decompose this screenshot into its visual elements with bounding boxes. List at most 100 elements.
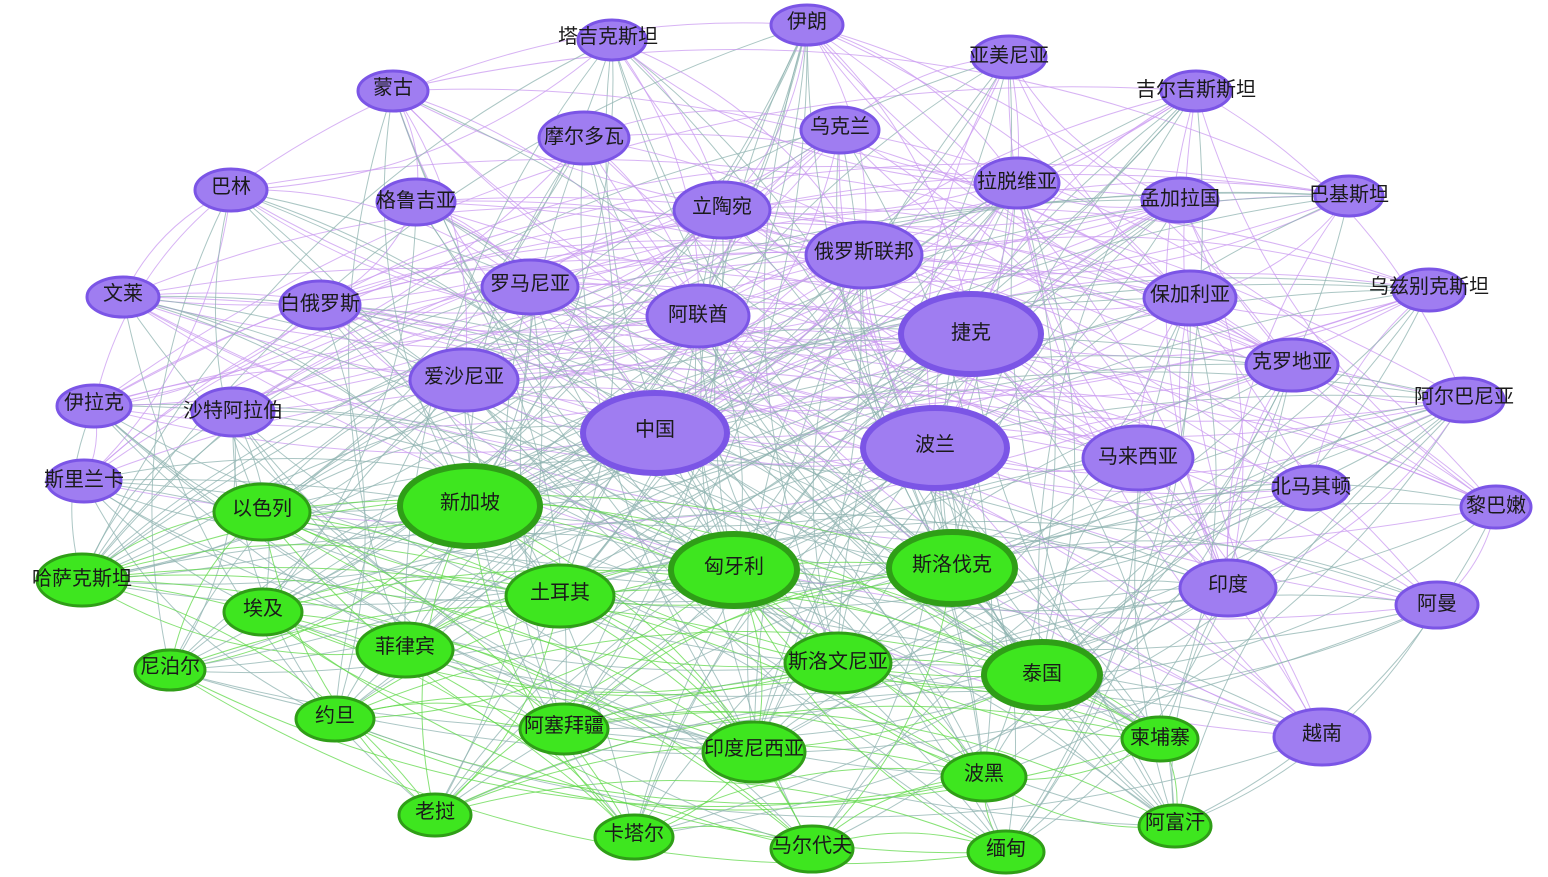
node-tajikistan[interactable]: 塔吉克斯坦 [558, 18, 658, 62]
node-circle-estonia[interactable] [408, 347, 520, 413]
node-thailand[interactable]: 泰国 [981, 639, 1103, 711]
node-circle-albania[interactable] [1422, 376, 1506, 424]
node-circle-vietnam[interactable] [1272, 707, 1372, 767]
node-northmacedonia[interactable]: 北马其顿 [1271, 464, 1351, 512]
node-circle-georgia[interactable] [375, 177, 457, 227]
node-azerbaijan[interactable]: 阿塞拜疆 [518, 702, 610, 756]
node-brunei[interactable]: 文莱 [85, 275, 161, 319]
node-circle-cambodia[interactable] [1120, 715, 1200, 763]
node-circle-egypt[interactable] [222, 587, 304, 637]
node-circle-belarus[interactable] [278, 279, 362, 331]
node-circle-mongolia[interactable] [356, 69, 430, 113]
node-pakistan[interactable]: 巴基斯坦 [1309, 174, 1389, 218]
node-saudi[interactable]: 沙特阿拉伯 [183, 386, 283, 438]
node-circle-srilanka[interactable] [45, 458, 123, 504]
node-circle-montenegro[interactable] [940, 751, 1028, 803]
node-moldova[interactable]: 摩尔多瓦 [537, 110, 631, 166]
node-circle-nepal[interactable] [133, 648, 207, 692]
node-estonia[interactable]: 爱沙尼亚 [408, 347, 520, 413]
node-bahrain[interactable]: 巴林 [193, 167, 269, 213]
node-circle-azerbaijan[interactable] [518, 702, 610, 756]
node-circle-czech[interactable] [898, 291, 1044, 377]
node-malaysia[interactable]: 马来西亚 [1081, 424, 1195, 492]
node-uzbekistan[interactable]: 乌兹别克斯坦 [1369, 267, 1489, 313]
node-maldives[interactable]: 马尔代夫 [769, 824, 855, 874]
node-romania[interactable]: 罗马尼亚 [480, 258, 580, 316]
node-belarus[interactable]: 白俄罗斯 [278, 279, 362, 331]
node-circle-saudi[interactable] [190, 386, 276, 438]
node-ukraine[interactable]: 乌克兰 [799, 105, 881, 155]
node-circle-jordan[interactable] [294, 695, 376, 743]
node-albania[interactable]: 阿尔巴尼亚 [1414, 376, 1514, 424]
node-circle-uae[interactable] [645, 283, 751, 349]
node-circle-lithuania[interactable] [672, 180, 772, 240]
node-india[interactable]: 印度 [1178, 558, 1278, 618]
node-circle-northmacedonia[interactable] [1271, 464, 1351, 512]
node-hungary[interactable]: 匈牙利 [668, 531, 800, 609]
node-iraq[interactable]: 伊拉克 [55, 383, 133, 429]
node-circle-bangladesh[interactable] [1140, 176, 1220, 224]
node-oman[interactable]: 阿曼 [1394, 580, 1480, 630]
node-circle-moldova[interactable] [537, 110, 631, 166]
node-circle-ukraine[interactable] [799, 105, 881, 155]
node-circle-bulgaria[interactable] [1142, 269, 1238, 327]
node-bangladesh[interactable]: 孟加拉国 [1140, 176, 1220, 224]
node-lithuania[interactable]: 立陶宛 [672, 180, 772, 240]
node-croatia[interactable]: 克罗地亚 [1244, 337, 1340, 393]
node-circle-tajikistan[interactable] [576, 18, 648, 62]
node-uae[interactable]: 阿联酋 [645, 283, 751, 349]
node-circle-croatia[interactable] [1244, 337, 1340, 393]
node-kyrgyzstan[interactable]: 吉尔吉斯斯坦 [1136, 69, 1256, 113]
node-circle-russia[interactable] [804, 220, 924, 290]
node-egypt[interactable]: 埃及 [222, 587, 304, 637]
node-circle-afghanistan[interactable] [1137, 803, 1213, 849]
node-vietnam[interactable]: 越南 [1272, 707, 1372, 767]
node-circle-iran[interactable] [769, 3, 845, 47]
node-circle-pakistan[interactable] [1313, 174, 1385, 218]
node-circle-slovakia[interactable] [886, 529, 1018, 607]
node-armenia[interactable]: 亚美尼亚 [969, 34, 1049, 80]
node-circle-china[interactable] [580, 390, 730, 476]
node-turkey[interactable]: 土耳其 [504, 563, 616, 629]
node-indonesia[interactable]: 印度尼西亚 [701, 720, 807, 784]
node-circle-malaysia[interactable] [1081, 424, 1195, 492]
node-nepal[interactable]: 尼泊尔 [133, 648, 207, 692]
node-latvia[interactable]: 拉脱维亚 [973, 156, 1061, 210]
node-circle-kyrgyzstan[interactable] [1159, 69, 1233, 113]
node-circle-lebanon[interactable] [1459, 484, 1533, 530]
node-bulgaria[interactable]: 保加利亚 [1142, 269, 1238, 327]
node-mongolia[interactable]: 蒙古 [356, 69, 430, 113]
node-circle-turkey[interactable] [504, 563, 616, 629]
node-circle-romania[interactable] [480, 258, 580, 316]
node-montenegro[interactable]: 波黑 [940, 751, 1028, 803]
node-qatar[interactable]: 卡塔尔 [593, 813, 675, 861]
node-circle-indonesia[interactable] [701, 720, 807, 784]
node-circle-israel[interactable] [212, 482, 312, 542]
node-afghanistan[interactable]: 阿富汗 [1137, 803, 1213, 849]
node-circle-slovenia[interactable] [783, 631, 893, 695]
node-circle-philippines[interactable] [355, 621, 455, 679]
node-israel[interactable]: 以色列 [212, 482, 312, 542]
node-circle-bahrain[interactable] [193, 167, 269, 213]
node-circle-armenia[interactable] [970, 34, 1048, 80]
node-laos[interactable]: 老挝 [397, 792, 473, 838]
node-china[interactable]: 中国 [580, 390, 730, 476]
node-circle-laos[interactable] [397, 792, 473, 838]
node-circle-latvia[interactable] [973, 156, 1061, 210]
node-poland[interactable]: 波兰 [860, 405, 1010, 491]
node-russia[interactable]: 俄罗斯联邦 [804, 220, 924, 290]
node-circle-hungary[interactable] [668, 531, 800, 609]
node-kazakhstan[interactable]: 哈萨克斯坦 [32, 552, 132, 608]
node-slovakia[interactable]: 斯洛伐克 [886, 529, 1018, 607]
node-circle-poland[interactable] [860, 405, 1010, 491]
node-myanmar[interactable]: 缅甸 [966, 829, 1046, 875]
node-iran[interactable]: 伊朗 [769, 3, 845, 47]
node-cambodia[interactable]: 柬埔寨 [1120, 715, 1200, 763]
node-circle-iraq[interactable] [55, 383, 133, 429]
node-slovenia[interactable]: 斯洛文尼亚 [783, 631, 893, 695]
node-georgia[interactable]: 格鲁吉亚 [375, 177, 457, 227]
node-czech[interactable]: 捷克 [898, 291, 1044, 377]
node-circle-uzbekistan[interactable] [1391, 267, 1467, 313]
node-circle-india[interactable] [1178, 558, 1278, 618]
node-circle-qatar[interactable] [593, 813, 675, 861]
